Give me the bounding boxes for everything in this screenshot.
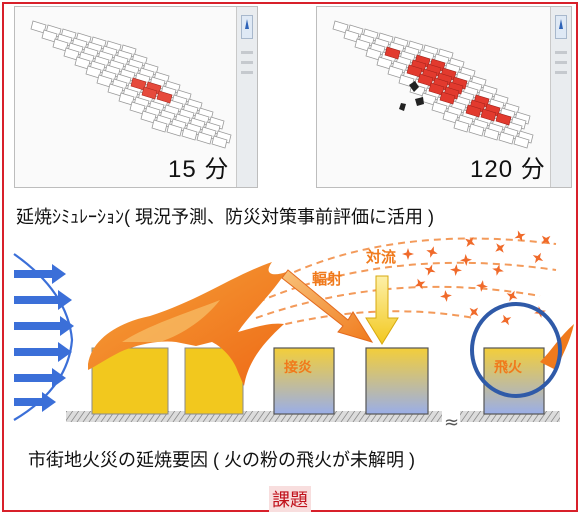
building-radiation-convection [365,347,429,415]
ground [66,411,442,422]
building-spot-fire [483,347,545,415]
north-arrow-icon [241,15,253,39]
ember-icon [514,230,526,242]
radiation-arrow-icon [281,269,374,343]
burning-block [439,91,456,105]
side-toolbar [550,7,571,187]
ember-icon [469,307,479,317]
ember-icon [426,246,438,258]
wind-arrow-icon [14,264,74,412]
ember-icon [495,243,505,253]
city-block-map [332,20,534,149]
ember-icon [402,248,414,260]
city-block [468,123,485,137]
ember-icon [440,290,452,302]
city-block [483,127,500,141]
ember-icon [476,280,488,292]
burning-block [384,46,401,60]
ember-icon [532,252,544,264]
city-block [498,131,515,145]
simulation-caption: 延焼ｼﾐｭﾚｰｼｮﾝ( 現況予測、防災対策事前評価に活用 ) [16,207,434,227]
ground [460,411,560,422]
north-arrow-icon [555,15,567,39]
map-pane [317,7,551,187]
label-spot-fire: 飛火 [493,360,523,376]
simulation-screenshot-120min [316,6,572,188]
ember-icon [465,237,475,247]
city-block [196,131,213,145]
ember-icon [424,264,436,276]
simulation-screenshot-15min [14,6,258,188]
city-block-map [30,20,232,149]
city-block [453,119,470,133]
ember-particles [402,230,551,326]
side-toolbar [236,7,257,187]
ember-icon [541,235,551,245]
ember-icon [414,278,426,290]
label-convection: 対流 [365,248,396,266]
time-label-15: 15 分 [168,156,230,183]
city-block [166,123,183,137]
ember-icon [460,254,472,266]
gap-mark: ≈ [444,412,459,433]
burning-block [495,112,512,126]
city-block [513,135,530,149]
time-label-120: 120 分 [470,156,546,183]
city-block [151,119,168,133]
map-pane [15,7,237,187]
label-radiation: 輻射 [312,270,342,288]
burning-block [480,108,497,122]
city-block [211,135,228,149]
building-contact-flame [273,347,335,415]
burning-block [465,104,482,118]
wind-profile [13,253,74,421]
label-contact-flame: 接炎 [284,359,312,376]
city-block [181,127,198,141]
ember-icon [492,264,504,276]
ember-icon [506,290,518,302]
burning-block [156,90,173,104]
diagram-caption: 市街地火災の延焼要因 ( 火の粉の飛火が未解明 ) [28,450,415,470]
ember-icon [450,264,462,276]
convection-streamlines [255,237,557,331]
ember-icon [500,314,512,326]
burning-block [141,86,158,100]
spot-fire-highlight-circle [470,302,562,398]
burnt-core [399,81,424,111]
issue-label: 課題 [269,486,311,512]
spot-fire-flame [540,324,574,370]
convection-arrow-icon [365,275,399,345]
